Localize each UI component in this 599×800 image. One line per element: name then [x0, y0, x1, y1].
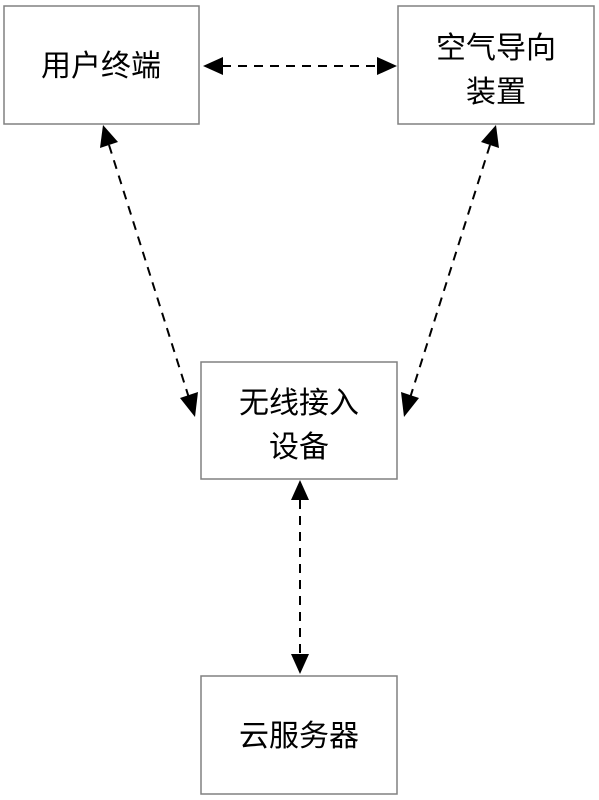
- node-box: [397, 5, 595, 125]
- arrowhead-left-icon: [203, 57, 223, 75]
- node-wireless-access-device: 无线接入 设备: [200, 361, 398, 480]
- node-label-line-2: 装置: [466, 75, 526, 110]
- node-label: 云服务器: [239, 719, 359, 754]
- node-cloud-server: 云服务器: [200, 675, 398, 795]
- node-box: [200, 675, 398, 795]
- connectors: [100, 57, 499, 674]
- node-label-line-1: 无线接入: [239, 386, 359, 421]
- node-box: [3, 5, 200, 125]
- edge-air-guide-wireless-access: [409, 144, 491, 399]
- edge-user-terminal-wireless-access: [108, 144, 190, 399]
- arrowhead-up-icon: [481, 125, 499, 148]
- node-label: 用户终端: [41, 49, 161, 84]
- arrowhead-right-icon: [377, 57, 397, 75]
- arrowhead-down-icon: [401, 392, 419, 417]
- node-label-line-2: 设备: [269, 430, 329, 465]
- arrowhead-up-icon: [291, 480, 309, 500]
- node-box: [200, 361, 398, 480]
- arrowhead-down-icon: [291, 654, 309, 674]
- arrowhead-down-icon: [180, 392, 198, 417]
- arrowhead-up-icon: [100, 125, 118, 148]
- node-label-line-1: 空气导向: [436, 31, 556, 66]
- node-air-guide-device: 空气导向 装置: [397, 5, 595, 125]
- node-user-terminal: 用户终端: [3, 5, 200, 125]
